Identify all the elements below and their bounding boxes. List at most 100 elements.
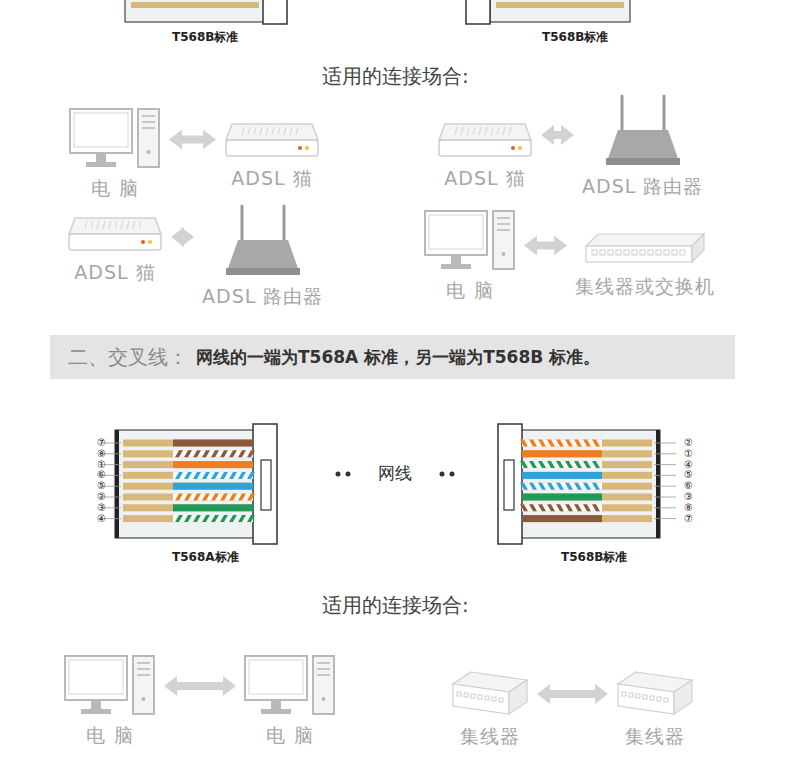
- shape: [322, 697, 326, 701]
- pin-number: ⑧: [684, 502, 693, 513]
- shape: [479, 127, 481, 135]
- device-label: 电 脑: [446, 278, 493, 304]
- device-node: 集线器: [616, 670, 694, 750]
- shape: [471, 694, 475, 698]
- wire-stripe: [556, 440, 564, 447]
- shape: [441, 264, 471, 269]
- shape: [522, 504, 652, 511]
- shape: [173, 461, 253, 468]
- wire-stripe: [211, 450, 219, 457]
- shape: [133, 221, 135, 229]
- shape: [142, 127, 155, 129]
- pin-number: ②: [97, 491, 106, 502]
- shape: [461, 127, 463, 135]
- shape: [115, 430, 255, 538]
- shape: [586, 246, 692, 262]
- pin-number: ⑧: [97, 448, 106, 459]
- wire-stripe: [547, 440, 555, 447]
- shape: [69, 660, 123, 694]
- shape: [492, 697, 496, 701]
- shape: [123, 504, 253, 511]
- shape: [451, 255, 461, 264]
- device-node: ADSL 猫: [437, 120, 533, 192]
- wire-stripe: [184, 515, 192, 522]
- shape: [497, 223, 510, 225]
- wire-stripe: [556, 483, 564, 490]
- computer-icon: [69, 108, 161, 170]
- shape: [600, 250, 605, 255]
- switch-icon: [584, 232, 706, 268]
- shape: [491, 127, 493, 135]
- pin-number: ①: [684, 448, 693, 459]
- shape: [272, 127, 274, 135]
- shape: [142, 697, 146, 701]
- shape: [522, 450, 652, 457]
- modem-icon: [437, 120, 533, 160]
- rj45-plug: [99, 424, 277, 544]
- section-band: 二、交叉线：网线的一端为T568A 标准，另一端为T568B 标准。: [50, 335, 735, 379]
- shape: [91, 700, 101, 709]
- shape: [592, 250, 597, 255]
- leader-line: [654, 464, 676, 465]
- wire-stripe: [538, 461, 546, 468]
- shape: [429, 215, 483, 249]
- shape: [608, 250, 613, 255]
- shape: [674, 680, 692, 714]
- pin-number: ②: [684, 437, 693, 448]
- shape: [85, 221, 87, 229]
- shape: [123, 472, 253, 479]
- pin-number: ⑦: [684, 513, 693, 524]
- shape: [485, 696, 489, 700]
- section-heading: 适用的连接场合:: [322, 64, 469, 88]
- shape: [497, 217, 510, 219]
- shape: [121, 221, 123, 229]
- leader-line: [654, 518, 676, 519]
- shape: [586, 234, 704, 246]
- device-node: ADSL 路由器: [202, 202, 323, 310]
- device-node: ADSL 猫: [224, 120, 320, 192]
- double-arrow: [537, 684, 608, 704]
- device-label: 集线器: [625, 724, 685, 750]
- wire-stripe: [184, 472, 192, 479]
- wire-stripe: [556, 504, 564, 511]
- dot: [450, 472, 455, 477]
- wire-stripe: [193, 450, 201, 457]
- shape: [249, 660, 303, 694]
- shape: [296, 127, 298, 135]
- wire-stripe: [520, 440, 528, 447]
- device-label: ADSL 猫: [231, 166, 312, 192]
- shape: [139, 221, 141, 229]
- shape: [485, 127, 487, 135]
- wire-stripe: [583, 504, 591, 511]
- shape: [640, 250, 645, 255]
- shape: [260, 127, 262, 135]
- leader-line: [654, 497, 676, 498]
- wire-stripe: [592, 461, 600, 468]
- wire-stripe: [538, 504, 546, 511]
- leader-line: [654, 507, 676, 508]
- caption-label: 网线: [378, 463, 412, 483]
- double-arrow: [541, 125, 574, 145]
- shape: [317, 668, 330, 670]
- shape: [173, 450, 253, 457]
- shape: [173, 494, 253, 501]
- shape: [317, 674, 330, 676]
- wire-stripe: [529, 440, 537, 447]
- shape: [664, 250, 669, 255]
- shape: [305, 146, 309, 150]
- wire: [131, 2, 259, 8]
- shape: [511, 146, 515, 150]
- shape: [69, 234, 161, 250]
- shape: [261, 709, 291, 714]
- shape: [504, 460, 514, 510]
- shape: [522, 461, 652, 468]
- shape: [439, 140, 531, 156]
- wire-stripe: [565, 440, 573, 447]
- wire-stripe: [583, 461, 591, 468]
- shape: [672, 250, 677, 255]
- modem-icon: [224, 120, 320, 160]
- device-label: ADSL 猫: [74, 260, 155, 286]
- shape: [245, 656, 307, 700]
- device-label: 电 脑: [91, 176, 138, 202]
- device-label: 集线器: [460, 724, 520, 750]
